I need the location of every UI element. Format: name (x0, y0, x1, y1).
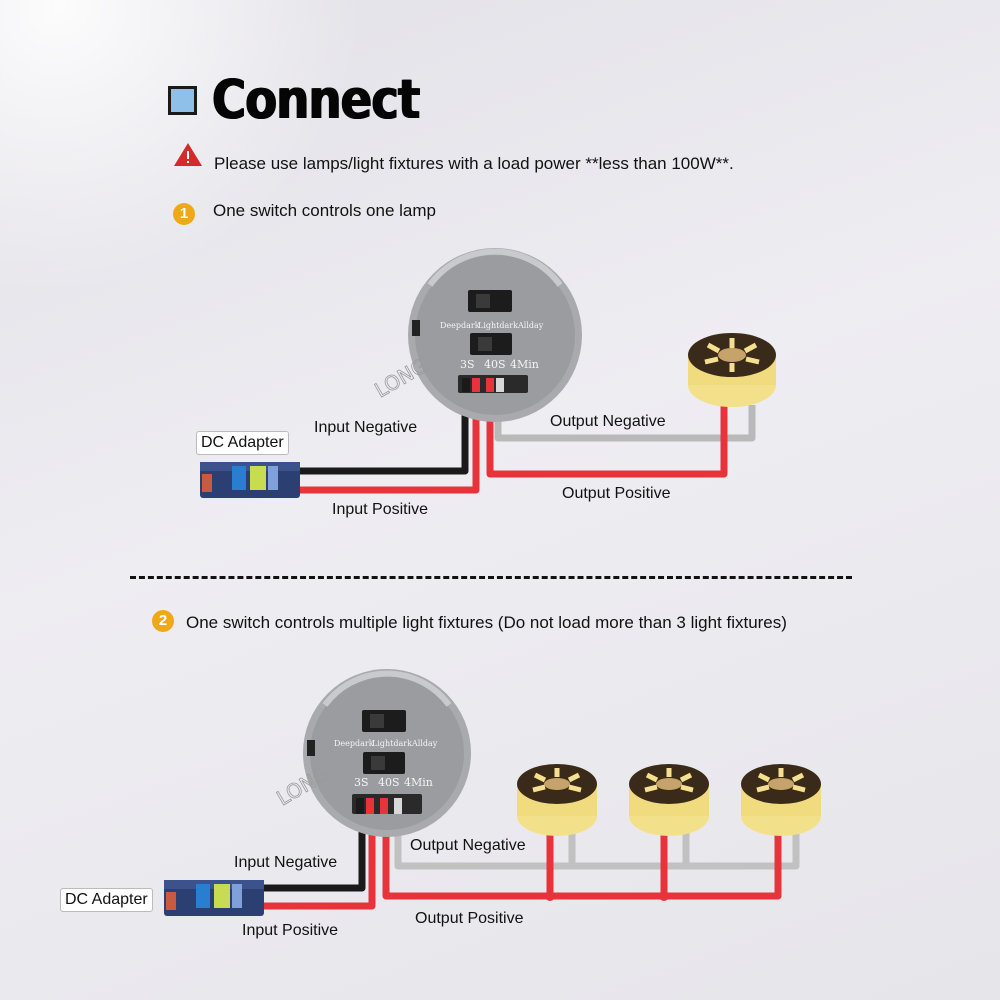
warning-text: Please use lamps/light fixtures with a l… (214, 154, 734, 173)
section2-number-badge: 2 (152, 610, 174, 632)
section1-title: One switch controls one lamp (213, 201, 436, 220)
s2-input-positive-wire (262, 815, 376, 910)
s1-mode-lightdark: Lightdark (478, 321, 518, 330)
s1-output-positive-label: Output Positive (562, 485, 671, 502)
s2-output-negative-wire (394, 815, 800, 870)
s2-led-strip-reel-2 (629, 764, 709, 836)
s1-mode-labels: Deepdark Lightdark Allday (440, 321, 544, 330)
s1-input-positive-label: Input Positive (332, 501, 429, 518)
s2-input-positive-label: Input Positive (242, 922, 339, 939)
s1-timer-labels: 3S 40S 4Min (460, 358, 539, 371)
s1-timer-4min: 4Min (510, 358, 539, 371)
section2-title: One switch controls multiple light fixtu… (186, 613, 787, 632)
section-divider (130, 576, 852, 579)
s2-mode-deepdark: Deepdark (334, 739, 374, 748)
s1-mode-allday: Allday (517, 321, 544, 330)
s1-output-positive-wire (486, 385, 728, 478)
s2-input-negative-wire (262, 815, 366, 892)
s2-timer-4min: 4Min (404, 776, 433, 789)
s1-led-strip-reel (688, 333, 776, 407)
s2-led-strip-reel-1 (517, 764, 597, 836)
s2-dc-adapter (164, 880, 264, 916)
s2-mode-labels: Deepdark Lightdark Allday (334, 739, 438, 748)
s1-mode-deepdark: Deepdark (440, 321, 480, 330)
title-square-icon (168, 86, 197, 115)
s2-mode-allday: Allday (411, 739, 438, 748)
s1-dc-adapter (200, 462, 300, 498)
s1-output-negative-label: Output Negative (550, 413, 666, 430)
s1-watermark: LONG (371, 353, 432, 402)
s2-dc-adapter-label: DC Adapter (60, 888, 153, 912)
warning-triangle-icon (174, 143, 202, 166)
s1-timer-3s: 3S (460, 358, 475, 371)
s1-input-negative-label: Input Negative (314, 419, 418, 436)
section2-switch (303, 669, 471, 837)
s2-timer-3s: 3S (354, 776, 369, 789)
s2-output-positive-label: Output Positive (415, 910, 524, 927)
s1-timer-40s: 40S (484, 358, 506, 371)
s2-led-strip-reel-3 (741, 764, 821, 836)
s2-timer-labels: 3S 40S 4Min (354, 776, 433, 789)
s2-output-negative-label: Output Negative (410, 837, 526, 854)
s1-dc-adapter-label: DC Adapter (196, 431, 289, 455)
section1-number-badge: 1 (173, 203, 195, 225)
section1-switch (408, 248, 582, 422)
s2-output-positive-wire (382, 815, 782, 900)
s2-input-negative-label: Input Negative (234, 854, 338, 871)
s2-timer-40s: 40S (378, 776, 400, 789)
s2-mode-lightdark: Lightdark (372, 739, 412, 748)
page-title: Connect (212, 68, 420, 131)
s1-input-positive-wire (298, 385, 480, 494)
